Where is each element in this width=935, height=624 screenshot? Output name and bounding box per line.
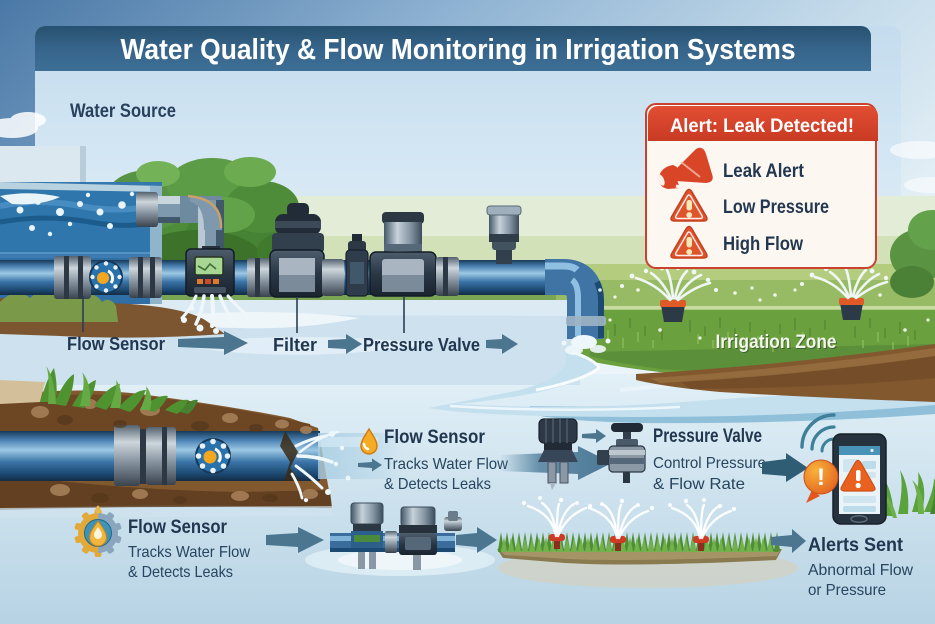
svg-text:Flow Sensor: Flow Sensor: [128, 517, 228, 538]
svg-text:or Pressure: or Pressure: [808, 582, 886, 599]
svg-text:& Detects Leaks: & Detects Leaks: [384, 476, 491, 493]
svg-text:Irrigation Zone: Irrigation Zone: [717, 332, 838, 354]
svg-text:Irrigation Zone: Irrigation Zone: [716, 331, 837, 353]
svg-text:!: !: [817, 464, 825, 491]
svg-text:Control Pressure: Control Pressure: [653, 455, 766, 472]
svg-text:Filter: Filter: [273, 334, 317, 355]
svg-text:Low Pressure: Low Pressure: [723, 197, 829, 218]
svg-text:& Detects Leaks: & Detects Leaks: [128, 564, 233, 581]
svg-text:Water Source: Water Source: [70, 101, 176, 122]
svg-text:Alerts Sent: Alerts Sent: [808, 534, 903, 556]
svg-text:& Flow Rate: & Flow Rate: [653, 476, 745, 493]
svg-text:Tracks Water Flow: Tracks Water Flow: [128, 544, 250, 561]
svg-text:Flow Sensor: Flow Sensor: [67, 333, 165, 354]
svg-text:Pressure Valve: Pressure Valve: [363, 334, 480, 355]
svg-text:Abnormal Flow: Abnormal Flow: [808, 562, 913, 579]
svg-text:High Flow: High Flow: [723, 234, 803, 255]
svg-text:Tracks Water Flow: Tracks Water Flow: [384, 456, 508, 473]
svg-text:Water Quality & Flow Monitorin: Water Quality & Flow Monitoring in Irrig…: [121, 34, 796, 66]
svg-text:Flow Sensor: Flow Sensor: [384, 427, 486, 448]
svg-text:Pressure Valve: Pressure Valve: [653, 426, 762, 447]
svg-text:Leak Alert: Leak Alert: [723, 161, 805, 182]
svg-text:Alert: Leak Detected!: Alert: Leak Detected!: [670, 115, 854, 137]
